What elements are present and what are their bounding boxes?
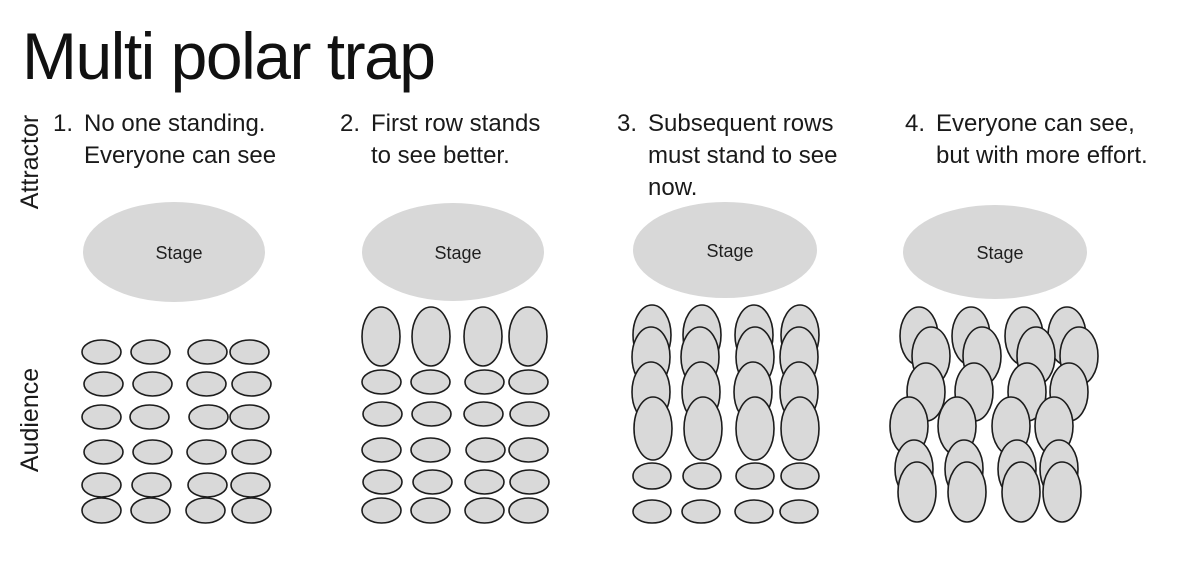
audience-member-sitting [229, 404, 270, 430]
audience-member-standing [780, 396, 820, 461]
audience-member-sitting [129, 404, 170, 430]
audience-member-sitting [509, 401, 550, 427]
audience-member-standing [633, 396, 673, 461]
audience-member-sitting [229, 339, 270, 365]
audience-member-sitting [231, 439, 272, 465]
audience-member-sitting [410, 437, 451, 463]
audience-member-standing [463, 306, 503, 367]
stage-label: Stage [155, 243, 202, 263]
audience-member-standing [735, 396, 775, 461]
audience-member-sitting [361, 369, 402, 395]
audience-member-sitting [681, 499, 721, 524]
audience-member-sitting [81, 472, 122, 498]
audience-member-sitting [132, 371, 173, 397]
audience-member-sitting [508, 437, 549, 463]
panel-caption: 4. Everyone can see, but with more effort… [905, 108, 1148, 172]
audience-member-sitting [464, 369, 505, 395]
panel-number: 1. [53, 110, 74, 137]
audience-member-standing [947, 461, 987, 523]
audience-member-sitting [188, 404, 229, 430]
audience-member-standing [411, 306, 451, 367]
audience-member-sitting [186, 439, 227, 465]
audience-member-sitting [734, 499, 774, 524]
audience-member-sitting [463, 401, 504, 427]
audience-member-sitting [131, 472, 172, 498]
panel-number: 4. [905, 110, 926, 137]
page-title: Multi polar trap [22, 19, 436, 93]
audience-member-sitting [81, 497, 122, 524]
audience-member-sitting [410, 369, 451, 395]
stage-label: Stage [706, 241, 753, 261]
panel-number: 2. [340, 110, 361, 137]
audience-member-sitting [361, 437, 402, 463]
audience-member-standing [361, 306, 401, 367]
audience-member-sitting [411, 401, 452, 427]
audience-member-sitting [81, 339, 122, 365]
audience-member-sitting [130, 339, 171, 365]
panel-caption: 1. No one standing. Everyone can see [53, 108, 276, 172]
audience-member-sitting [187, 339, 228, 365]
audience-member-sitting [632, 499, 672, 524]
stage-label: Stage [434, 243, 481, 263]
audience-member-sitting [81, 404, 122, 430]
audience-member-sitting [83, 371, 124, 397]
audience-member-sitting [682, 462, 722, 490]
audience-member-sitting [362, 401, 403, 427]
audience-member-sitting [186, 371, 227, 397]
audience-member-sitting [130, 497, 171, 524]
audience-member-standing [508, 306, 548, 367]
audience-member-sitting [464, 497, 505, 524]
audience-member-sitting [735, 462, 775, 490]
stage-ellipse [903, 205, 1087, 299]
audience-member-sitting [780, 462, 820, 490]
panel-caption-text: No one standing. Everyone can see [84, 110, 277, 169]
stage-label: Stage [976, 243, 1023, 263]
audience-member-sitting [231, 497, 272, 524]
audience-member-sitting [779, 499, 819, 524]
audience-member-standing [1001, 461, 1041, 523]
audience-member-sitting [362, 469, 403, 495]
panel-caption: 2. First row stands to see better. [340, 108, 540, 172]
stage-ellipse [362, 203, 544, 301]
audience-member-sitting [361, 497, 402, 524]
panel-caption-text: Everyone can see, but with more effort. [936, 110, 1148, 169]
audience-member-sitting [185, 497, 226, 524]
audience-member-sitting [508, 369, 549, 395]
audience-member-sitting [508, 497, 549, 524]
panel-caption-text: First row stands to see better. [371, 110, 541, 169]
audience-member-sitting [187, 472, 228, 498]
panel-number: 3. [617, 110, 638, 137]
audience-member-sitting [230, 472, 271, 498]
audience-member-sitting [83, 439, 124, 465]
audience-member-sitting [465, 437, 506, 463]
audience-member-standing [1042, 461, 1082, 523]
panel-caption: 3. Subsequent rows must stand to see now. [617, 108, 837, 204]
audience-member-sitting [509, 469, 550, 495]
audience-member-sitting [412, 469, 453, 495]
audience-member-standing [683, 396, 723, 461]
stage-ellipse [83, 202, 265, 302]
audience-member-sitting [410, 497, 451, 524]
audience-member-sitting [632, 462, 672, 490]
stage-ellipse [633, 202, 817, 298]
audience-member-sitting [132, 439, 173, 465]
audience-member-sitting [231, 371, 272, 397]
audience-member-sitting [464, 469, 505, 495]
audience-member-standing [897, 461, 937, 523]
panel-caption-text: Subsequent rows must stand to see now. [648, 110, 838, 201]
